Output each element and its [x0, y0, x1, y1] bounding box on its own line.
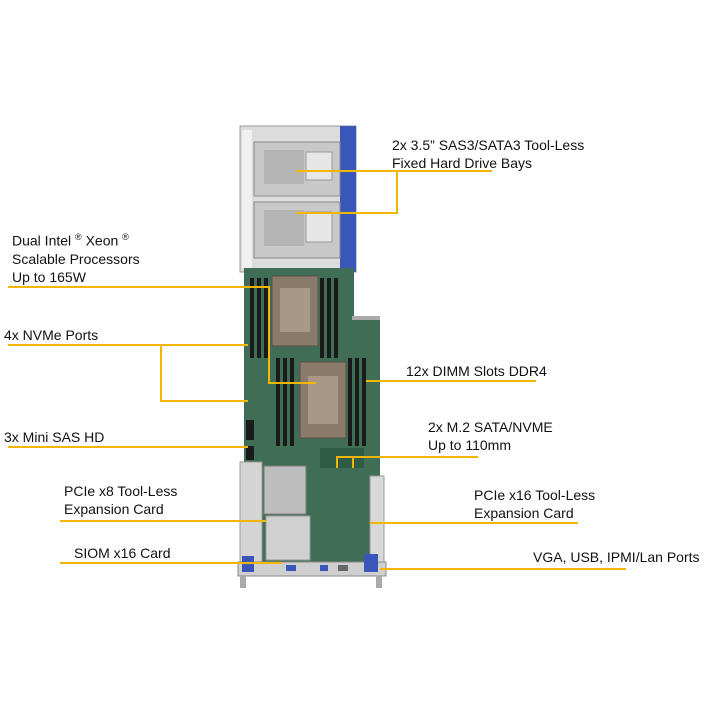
leader-m2-tick-2 — [352, 456, 354, 468]
leader-pcie-x8 — [60, 520, 266, 522]
registered-mark-1: ® — [75, 232, 82, 242]
callout-m2-line2: Up to 110mm — [428, 437, 511, 453]
callout-processors-line3: Up to 165W — [12, 268, 86, 285]
leader-pcie-x16 — [370, 522, 578, 524]
callout-processors-line2: Scalable Processors — [12, 250, 140, 267]
callout-pcie-x8-line2: Expansion Card — [64, 501, 164, 517]
callout-io-ports: VGA, USB, IPMI/Lan Ports — [533, 548, 700, 566]
callout-io-ports-text: VGA, USB, IPMI/Lan Ports — [533, 549, 700, 565]
callout-dimm: 12x DIMM Slots DDR4 — [406, 362, 547, 380]
cpu-heatsinks — [271, 275, 347, 439]
callout-m2-line1: 2x M.2 SATA/NVME — [428, 419, 553, 435]
leader-siom — [60, 562, 282, 564]
callout-siom: SIOM x16 Card — [74, 544, 170, 562]
leader-drive-bays-horizontal — [296, 170, 492, 172]
leader-processors-horizontal — [8, 286, 270, 288]
lower-board-components — [239, 420, 385, 571]
leader-mini-sas — [8, 446, 248, 448]
leader-nvme-horizontal — [8, 344, 248, 346]
callout-mini-sas: 3x Mini SAS HD — [4, 428, 104, 446]
callout-processors: Dual Intel ® Xeon ® Scalable Processors … — [12, 228, 140, 286]
callout-pcie-x8: PCIe x8 Tool-Less Expansion Card — [64, 482, 177, 518]
callout-dimm-text: 12x DIMM Slots DDR4 — [406, 363, 547, 379]
callout-pcie-x8-line1: PCIe x8 Tool-Less — [64, 483, 178, 499]
registered-mark-2: ® — [122, 232, 129, 242]
callout-pcie-x16-line2: Expansion Card — [474, 505, 574, 521]
dimm-slots — [250, 278, 366, 446]
callout-m2: 2x M.2 SATA/NVME Up to 110mm — [428, 418, 553, 454]
leader-m2-horizontal — [336, 456, 478, 458]
leader-processors-vertical — [268, 286, 270, 384]
callout-processors-line1: Dual Intel ® Xeon ® — [12, 228, 140, 250]
processors-family-text: Xeon — [81, 232, 119, 249]
callout-siom-text: SIOM x16 Card — [74, 545, 171, 561]
callout-mini-sas-text: 3x Mini SAS HD — [4, 429, 105, 445]
processors-brand-text: Dual Intel — [12, 232, 72, 249]
leader-dimm — [366, 380, 536, 382]
leader-drive-bays-vertical — [396, 170, 398, 214]
leader-io-ports — [380, 568, 626, 570]
leader-m2-tick-1 — [336, 456, 338, 468]
leader-nvme-vertical — [160, 344, 162, 402]
leader-processors-lower — [268, 382, 316, 384]
callout-nvme: 4x NVMe Ports — [4, 326, 98, 344]
drive-bay-section — [239, 125, 357, 273]
callout-drive-bays: 2x 3.5” SAS3/SATA3 Tool-Less Fixed Hard … — [392, 136, 584, 172]
leader-nvme-lower — [160, 400, 248, 402]
callout-pcie-x16-line1: PCIe x16 Tool-Less — [474, 487, 596, 503]
callout-pcie-x16: PCIe x16 Tool-Less Expansion Card — [474, 486, 595, 522]
callout-drive-bays-line1: 2x 3.5” SAS3/SATA3 Tool-Less — [392, 137, 585, 153]
callout-drive-bays-line2: Fixed Hard Drive Bays — [392, 155, 533, 171]
leader-drive-bays-lower — [296, 212, 398, 214]
callout-nvme-text: 4x NVMe Ports — [4, 327, 99, 343]
